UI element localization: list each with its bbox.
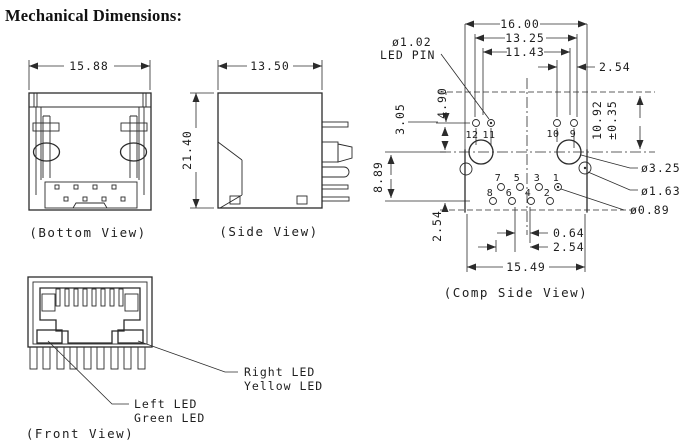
pin-3-label: 3 bbox=[534, 173, 541, 184]
bottom-width-dim: 15.88 bbox=[69, 59, 109, 73]
comp-dim-row-drop: 2.54 bbox=[430, 210, 444, 242]
bottom-view: 15.88 bbox=[28, 59, 152, 240]
side-height-dim: 21.40 bbox=[180, 130, 194, 170]
pin-8-label: 8 bbox=[487, 188, 494, 199]
pin-11-label: 11 bbox=[482, 130, 495, 141]
pin-12-label: 12 bbox=[465, 130, 478, 141]
pin-2-label: 2 bbox=[544, 188, 551, 199]
pin-6-label: 6 bbox=[506, 188, 513, 199]
right-led-window bbox=[117, 329, 144, 344]
pin-10-label: 10 bbox=[546, 129, 559, 140]
comp-dim-pin-pitch: 2.54 bbox=[553, 240, 585, 254]
right-led-label-2: Yellow LED bbox=[244, 379, 323, 393]
left-led-window bbox=[36, 329, 63, 344]
comp-dim-led-drop: 4.90 bbox=[435, 87, 449, 119]
page-title: Mechanical Dimensions: bbox=[5, 6, 183, 25]
right-led-label-1: Right LED bbox=[244, 365, 315, 379]
front-contact-slots bbox=[55, 288, 124, 307]
front-view: Left LED Green LED Right LED Yellow LED … bbox=[26, 276, 323, 441]
comp-dim-1325: 13.25 bbox=[505, 31, 545, 45]
comp-side-view: 16.00 13.25 11.43 2.54 12 11 10 9 bbox=[371, 17, 681, 300]
pin-5-label: 5 bbox=[514, 173, 521, 184]
pin-4-label: 4 bbox=[525, 188, 532, 199]
comp-dim-305: 3.05 bbox=[393, 103, 407, 135]
comp-dim-height-tol: ±0.35 bbox=[605, 100, 619, 140]
comp-dim-16: 16.00 bbox=[500, 17, 540, 31]
pin-9-label: 9 bbox=[570, 129, 577, 140]
comp-pin-grid: 7 5 3 1 8 6 4 2 bbox=[487, 173, 562, 205]
pin-1-label: 1 bbox=[553, 173, 560, 184]
comp-dim-led-pitch: 2.54 bbox=[599, 60, 631, 74]
comp-view-label: (Comp Side View) bbox=[444, 285, 588, 300]
comp-dim-w-bottom: 15.49 bbox=[506, 260, 546, 274]
pin-7-label: 7 bbox=[495, 173, 502, 184]
front-legs bbox=[29, 346, 146, 370]
side-view-label: (Side View) bbox=[219, 224, 318, 239]
side-view: 13.50 21.40 (Side View) bbox=[180, 59, 353, 239]
bottom-view-pins bbox=[54, 184, 126, 202]
callout-pin-dia: ø0.89 bbox=[630, 203, 670, 217]
left-led-label-2: Green LED bbox=[134, 411, 205, 425]
callout-led-pin-dia: ø1.02 bbox=[392, 35, 432, 49]
comp-dim-pin-offset: 0.64 bbox=[553, 226, 585, 240]
left-led-label-1: Left LED bbox=[134, 397, 197, 411]
callout-post-dia: ø3.25 bbox=[641, 161, 681, 175]
bottom-view-label: (Bottom View) bbox=[29, 225, 146, 240]
callout-led-pin: LED PIN bbox=[380, 48, 435, 62]
callout-hole-dia: ø1.63 bbox=[641, 184, 681, 198]
comp-dim-889: 8.89 bbox=[371, 161, 385, 193]
comp-dim-height: 10.92 bbox=[590, 100, 604, 140]
side-width-dim: 13.50 bbox=[250, 59, 290, 73]
comp-dim-1143: 11.43 bbox=[505, 45, 545, 59]
front-view-label: (Front View) bbox=[26, 426, 134, 441]
